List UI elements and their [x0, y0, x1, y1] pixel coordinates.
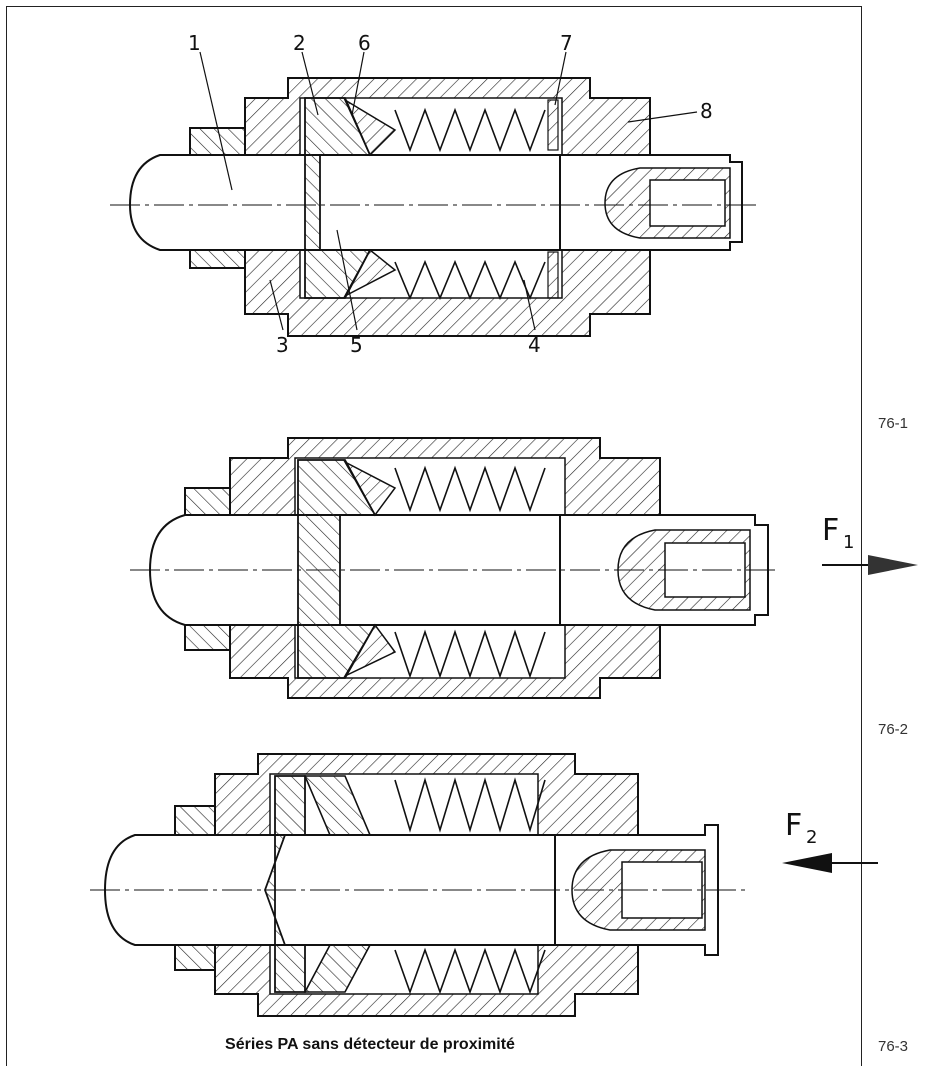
part-label-4: 4: [528, 333, 541, 357]
section-view-1: 1 2 6 7 8 3 5 4: [110, 31, 760, 357]
part-label-2: 2: [293, 31, 306, 55]
figure-id-76-2: 76-2: [878, 721, 909, 738]
force-f1-subscript: 1: [843, 532, 854, 553]
figure-frame: [6, 6, 862, 1066]
part-label-1: 1: [188, 31, 201, 55]
figure-id-76-3: 76-3: [878, 1038, 909, 1055]
disc-springs: [394, 107, 546, 301]
part-label-3: 3: [276, 333, 289, 357]
figure-id-76-1: 76-1: [878, 415, 909, 432]
force-f2-subscript: 2: [806, 827, 817, 848]
force-arrow-f2: [782, 853, 878, 873]
figure-caption: Séries PA sans détecteur de proximité: [225, 1036, 515, 1053]
section-view-3: F 2: [90, 753, 878, 1017]
force-arrow-f1: [822, 555, 918, 575]
section-view-2: F 1: [130, 437, 918, 699]
force-f1-symbol: F: [822, 513, 839, 548]
part-label-5: 5: [350, 333, 363, 357]
plunger-shaft: [128, 154, 561, 251]
force-f2-symbol: F: [785, 808, 802, 843]
part-label-6: 6: [358, 31, 371, 55]
part-label-8: 8: [700, 99, 713, 123]
part-label-7: 7: [560, 31, 573, 55]
